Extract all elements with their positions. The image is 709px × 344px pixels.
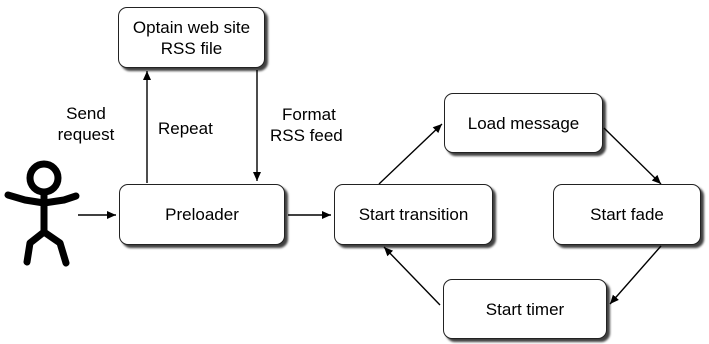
label-repeat: Repeat (158, 118, 238, 139)
label-format: Format (282, 105, 336, 124)
node-load-message: Load message (444, 93, 603, 153)
node-start-timer: Start timer (443, 279, 607, 339)
label-send: Send (66, 104, 106, 123)
node-start-transition-label: Start transition (358, 205, 469, 224)
node-obtain-rss-line2: RSS file (160, 38, 223, 58)
node-obtain-rss: Optain web site RSS file (118, 7, 265, 68)
node-obtain-rss-line1: Optain web site (132, 17, 251, 37)
node-start-fade-label: Start fade (590, 205, 664, 224)
label-send-request: Send request (56, 103, 116, 145)
node-preloader: Preloader (119, 184, 285, 245)
node-start-transition: Start transition (334, 184, 493, 245)
node-start-timer-label: Start timer (485, 299, 565, 319)
arrow-load-to-fade (603, 127, 662, 185)
node-preloader-label: Preloader (165, 205, 239, 224)
label-format-rss-feed: Format RSS feed (270, 104, 370, 146)
node-start-fade: Start fade (553, 184, 701, 245)
label-request: request (57, 125, 115, 144)
label-rss-feed: RSS feed (270, 126, 343, 145)
label-repeat-text: Repeat (158, 119, 213, 138)
node-load-message-label: Load message (467, 113, 580, 133)
user-figure-icon (4, 160, 80, 267)
arrow-fade-to-timer (609, 245, 662, 305)
arrow-timer-to-transition (383, 246, 441, 306)
arrow-transition-to-load (378, 123, 443, 185)
